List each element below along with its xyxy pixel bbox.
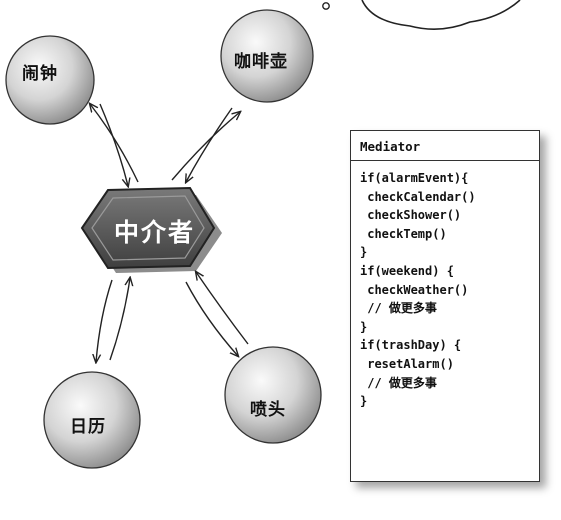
code-line: }	[360, 394, 368, 409]
node-calendar	[43, 371, 141, 469]
code-line: resetAlarm()	[360, 356, 454, 371]
arrow-hub-to-sprinkler	[185, 281, 238, 356]
code-line: checkShower()	[360, 208, 462, 223]
arrow-sprinkler-to-hub	[196, 272, 249, 345]
node-coffee-pot	[220, 9, 314, 103]
code-line: checkWeather()	[360, 282, 469, 297]
arrow-hub-to-calendar	[96, 279, 113, 362]
code-line: // 做更多事	[360, 375, 437, 390]
thought-bubble	[361, 0, 521, 30]
node-label-alarm: 闹钟	[22, 64, 58, 84]
code-line: }	[360, 319, 368, 334]
node-alarm	[5, 35, 95, 125]
arrow-alarm-to-hub	[99, 103, 128, 186]
node-label-sprinkler: 喷头	[250, 400, 286, 420]
code-line: }	[360, 245, 368, 260]
arrow-hub-to-alarm	[90, 104, 139, 183]
code-line: // 做更多事	[360, 301, 437, 316]
code-line: if(weekend) {	[360, 263, 454, 278]
thought-bubble-dot	[322, 2, 330, 10]
mediator-card-title: Mediator	[351, 131, 539, 161]
code-line: checkCalendar()	[360, 189, 476, 204]
node-label-coffee-pot: 咖啡壶	[234, 52, 288, 72]
arrow-coffee-pot-to-hub	[186, 107, 233, 182]
connector-coffee-pot	[171, 107, 240, 182]
hub-label: 中介者	[114, 218, 196, 247]
mediator-card-code: if(alarmEvent){ checkCalendar() checkSho…	[351, 161, 539, 411]
hub-mediator	[80, 186, 222, 273]
code-line: if(alarmEvent){	[360, 171, 469, 185]
mediator-card: Mediator if(alarmEvent){ checkCalendar()…	[350, 130, 540, 482]
arrow-hub-to-coffee-pot	[171, 112, 240, 181]
connector-calendar	[96, 278, 130, 362]
code-line: if(trashDay) {	[360, 338, 462, 353]
node-label-calendar: 日历	[70, 417, 106, 437]
arrow-calendar-to-hub	[109, 278, 130, 361]
connector-alarm	[90, 103, 139, 186]
code-line: checkTemp()	[360, 226, 447, 241]
node-sprinkler	[224, 346, 322, 444]
connector-sprinkler	[185, 272, 249, 356]
